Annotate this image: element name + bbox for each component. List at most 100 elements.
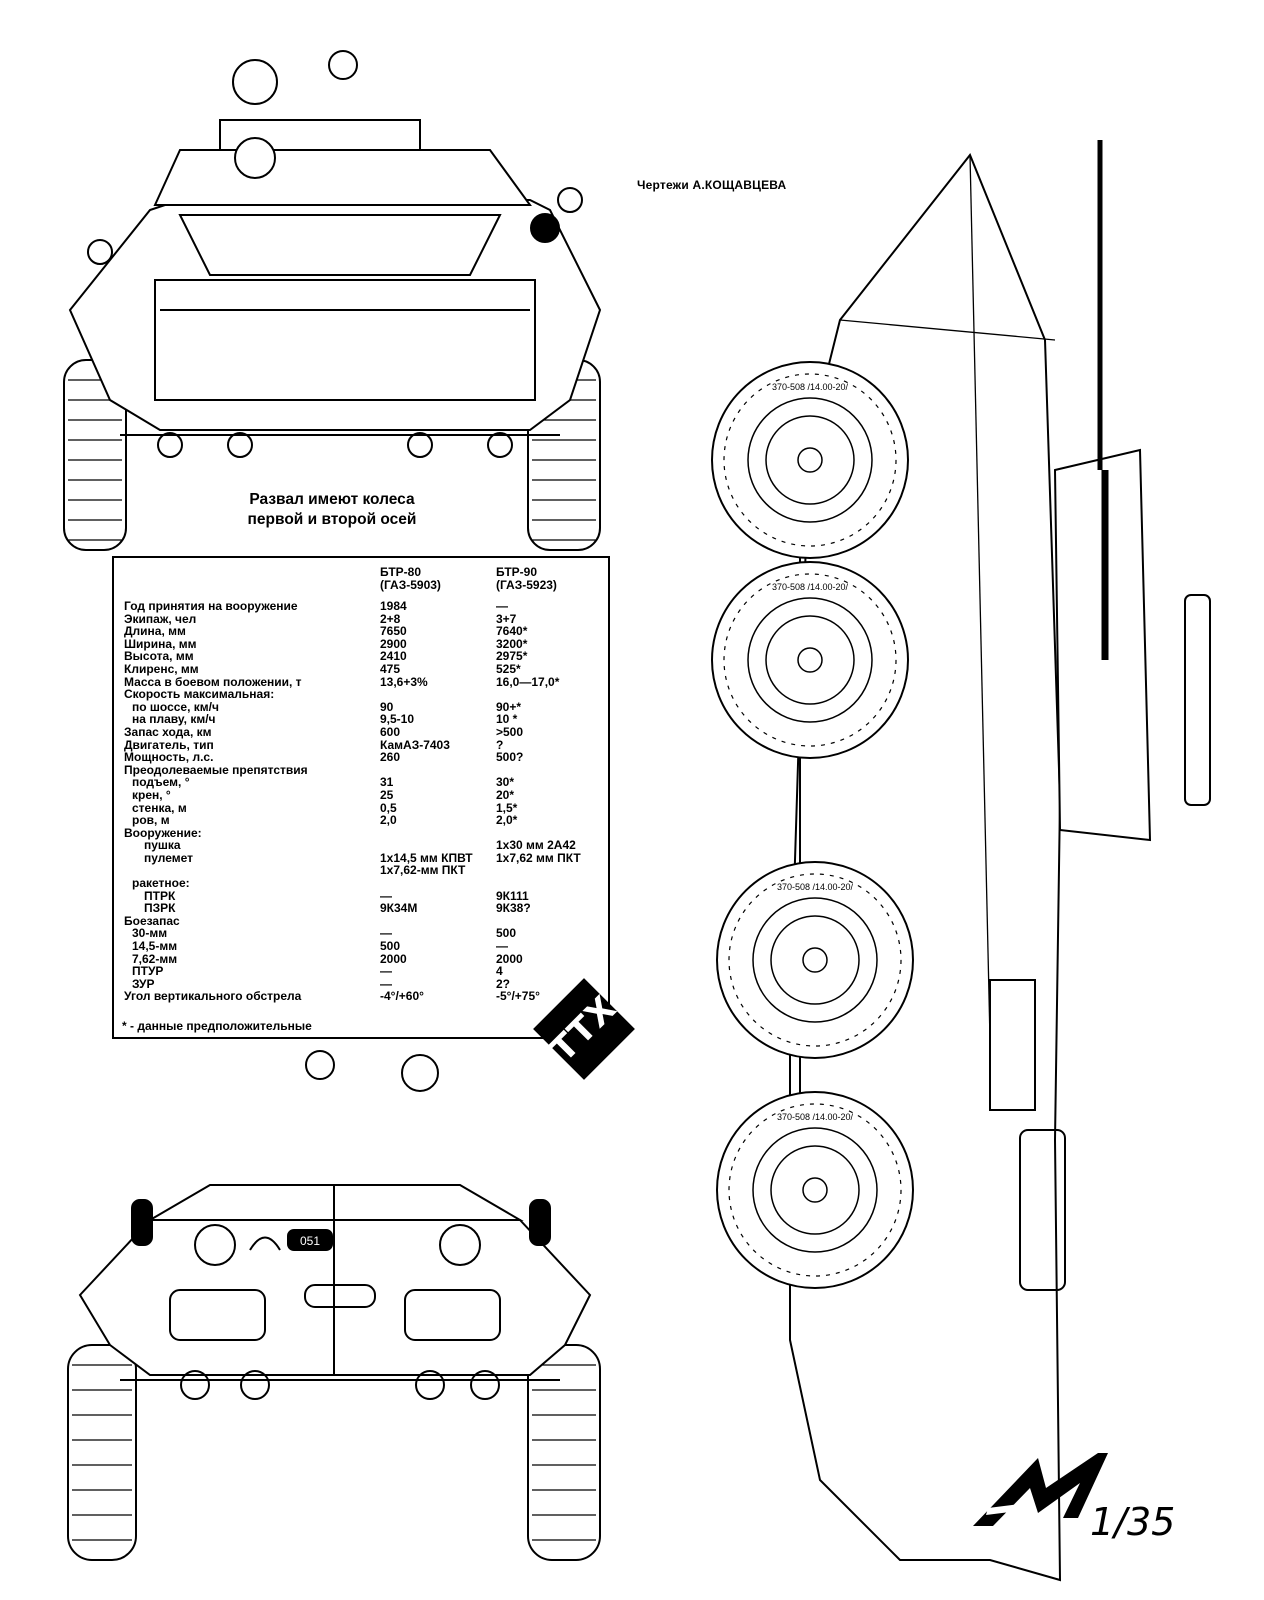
- spec-value-btr80: 260: [380, 750, 401, 765]
- spec-value-btr90: —: [496, 939, 508, 954]
- spec-label: Боезапас: [124, 913, 180, 928]
- spec-value-btr90: >500: [496, 724, 524, 739]
- spec-label: Ширина, мм: [124, 636, 197, 651]
- spec-value-btr90: 9К111: [496, 888, 529, 903]
- drawing-credit: Чертежи А.КОЩАВЦЕВА: [637, 178, 787, 192]
- spec-value-btr90: 3200*: [496, 636, 528, 651]
- spec-row: Угол вертикального обстрела -4°/+60°-5°/…: [124, 990, 581, 1003]
- spec-value-btr80: 2410: [380, 649, 407, 664]
- spec-label: ПТРК: [144, 888, 176, 903]
- spec-value-btr80: 500: [380, 939, 401, 954]
- spec-header-row: БТР-80 (ГАЗ-5903) БТР-90 (ГАЗ-5923): [124, 566, 581, 600]
- spec-label: Угол вертикального обстрела: [124, 989, 302, 1004]
- spec-value-btr90: -5°/+75°: [496, 989, 540, 1004]
- spec-row: ПТРК — 9К111: [124, 890, 581, 903]
- spec-label: ПЗРК: [144, 901, 176, 916]
- spec-label: 30-мм: [132, 926, 168, 941]
- spec-value-btr80: [380, 827, 496, 840]
- spec-row: Год принятия на вооружение 1984 —: [124, 600, 581, 613]
- spec-value-btr80: 7650: [380, 624, 407, 639]
- spec-value-btr90: 9К38?: [496, 901, 531, 916]
- tire-marking: 370-508 /14.00-20/: [772, 382, 849, 392]
- spec-value-btr90: 2000: [496, 951, 523, 966]
- specifications-table: БТР-80 (ГАЗ-5903) БТР-90 (ГАЗ-5923) Год …: [124, 566, 581, 1003]
- spec-row: Вооружение:: [124, 827, 581, 840]
- spec-label: Высота, мм: [124, 649, 194, 664]
- spec-row: 14,5-мм 500 —: [124, 940, 581, 953]
- spec-value-btr90: 30*: [496, 775, 515, 790]
- spec-label: Вооружение:: [124, 825, 202, 840]
- spec-value-btr80: —: [380, 926, 392, 941]
- spec-row: Скорость максимальная:: [124, 688, 581, 701]
- spec-footnote: * - данные предположительные: [122, 1019, 312, 1033]
- spec-label: Клиренс, мм: [124, 661, 199, 676]
- spec-value-btr80: 0,5: [380, 800, 397, 815]
- spec-value-btr90: 2975*: [496, 649, 528, 664]
- spec-value-btr80: 13,6+3%: [380, 674, 428, 689]
- spec-value-btr90: 20*: [496, 787, 515, 802]
- spec-value-btr80: 1984: [380, 599, 407, 613]
- spec-label: Масса в боевом положении, т: [124, 674, 302, 689]
- wheel-group: 370-508 /14.00-20/370-508 /14.00-20/370-…: [711, 361, 914, 1289]
- spec-label: пулемет: [144, 850, 194, 865]
- spec-row: Мощность, л.с. 260 500?: [124, 751, 581, 764]
- spec-label: ЗУР: [132, 976, 155, 991]
- spec-value-btr80: 1x7,62-мм ПКТ: [380, 863, 466, 878]
- wheel: 370-508 /14.00-20/: [716, 1091, 914, 1289]
- spec-label: Год принятия на вооружение: [124, 599, 298, 613]
- spec-value-btr80: [380, 839, 496, 852]
- header-btr80: БТР-80 (ГАЗ-5903): [380, 566, 496, 600]
- spec-value-btr90: 1,5*: [496, 800, 518, 815]
- drawing-scale: 1/35: [1090, 1500, 1176, 1544]
- spec-label: подъем, °: [132, 775, 190, 790]
- tire-marking: 370-508 /14.00-20/: [772, 582, 849, 592]
- spec-value-btr80: 1x14,5 мм КПВТ: [380, 850, 473, 865]
- spec-value-btr80: 2,0: [380, 813, 397, 828]
- rear-view-drawing: 051: [67, 1050, 601, 1561]
- spec-value-btr90: —: [496, 599, 508, 613]
- spec-value-btr90: 2?: [496, 976, 511, 991]
- header-btr80-code: (ГАЗ-5903): [380, 578, 441, 592]
- spec-value-btr80: —: [380, 888, 392, 903]
- spec-value-btr80: [380, 764, 496, 777]
- spec-row: Экипаж, чел 2+8 3+7: [124, 611, 581, 626]
- hull-number: 051: [300, 1234, 320, 1248]
- wheel-camber-caption: Развал имеют колеса первой и второй осей: [232, 490, 432, 530]
- spec-value-btr90: 10 *: [496, 712, 518, 727]
- header-btr90: БТР-90 (ГАЗ-5923): [496, 566, 581, 600]
- spec-label: Мощность, л.с.: [124, 750, 214, 765]
- spec-value-btr80: 475: [380, 661, 401, 676]
- spec-label: 14,5-мм: [132, 939, 178, 954]
- spec-value-btr80: 600: [380, 724, 401, 739]
- caption-line-1: Развал имеют колеса: [249, 491, 415, 508]
- spec-value-btr90: 3+7: [496, 611, 517, 626]
- spec-row: Преодолеваемые препятствия: [124, 764, 581, 777]
- spec-row: Высота, мм 2410 2975*: [124, 650, 581, 663]
- spec-row: Боезапас: [124, 915, 581, 928]
- spec-label: Запас хода, км: [124, 724, 212, 739]
- front-view-drawing: [63, 50, 602, 551]
- spec-value-btr90: 7640*: [496, 624, 528, 639]
- spec-value-btr90: 90+*: [496, 699, 522, 714]
- spec-value-btr90: [496, 688, 581, 701]
- spec-label: ров, м: [132, 813, 170, 828]
- spec-value-btr80: 2+8: [380, 611, 401, 626]
- spec-value-btr80: [380, 688, 496, 701]
- spec-label: Экипаж, чел: [124, 611, 197, 626]
- wheel: 370-508 /14.00-20/: [711, 561, 909, 759]
- spec-value-btr80: 25: [380, 787, 394, 802]
- spec-value-btr90: 525*: [496, 661, 521, 676]
- spec-value-btr90: 500?: [496, 750, 524, 765]
- spec-label: Двигатель, тип: [124, 737, 214, 752]
- magazine-logo: [973, 1453, 1108, 1526]
- spec-row: ЗУР—2?: [124, 978, 581, 991]
